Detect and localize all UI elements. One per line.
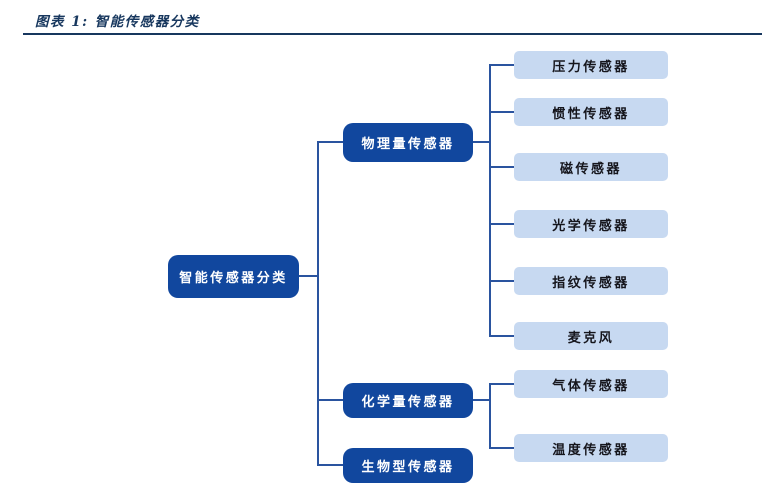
connector-physical-out	[473, 141, 490, 143]
leaf-node-inertial-sensor: 惯性传感器	[514, 98, 668, 126]
connector-leaf-gas	[490, 383, 514, 385]
connector-main-spine	[317, 141, 319, 466]
connector-chemical-out	[473, 399, 490, 401]
connector-leaf-fingerprint	[490, 280, 514, 282]
leaf-node-gas-sensor: 气体传感器	[514, 370, 668, 398]
connector-chemical-spine	[489, 383, 491, 449]
connector-root-out	[299, 275, 318, 277]
branch-node-physical-sensors: 物理量传感器	[343, 123, 473, 162]
connector-leaf-optical	[490, 223, 514, 225]
leaf-node-fingerprint-sensor: 指纹传感器	[514, 267, 668, 295]
leaf-node-microphone: 麦克风	[514, 322, 668, 350]
connector-leaf-pressure	[490, 64, 514, 66]
root-node-smart-sensor-classification: 智能传感器分类	[168, 255, 299, 298]
caption-divider-rule	[23, 33, 762, 35]
connector-leaf-magnetic	[490, 166, 514, 168]
connector-leaf-microphone	[490, 335, 514, 337]
branch-node-chemical-sensors: 化学量传感器	[343, 383, 473, 418]
figure-caption: 图表 1: 智能传感器分类	[35, 14, 200, 30]
connector-to-chemical	[318, 399, 344, 401]
connector-leaf-temperature	[490, 447, 514, 449]
leaf-node-temperature-sensor: 温度传感器	[514, 434, 668, 462]
connector-leaf-inertial	[490, 111, 514, 113]
leaf-node-magnetic-sensor: 磁传感器	[514, 153, 668, 181]
connector-to-biological	[318, 464, 344, 466]
branch-node-biological-sensors: 生物型传感器	[343, 448, 473, 483]
leaf-node-pressure-sensor: 压力传感器	[514, 51, 668, 79]
leaf-node-optical-sensor: 光学传感器	[514, 210, 668, 238]
connector-physical-spine	[489, 64, 491, 337]
connector-to-physical	[318, 141, 344, 143]
